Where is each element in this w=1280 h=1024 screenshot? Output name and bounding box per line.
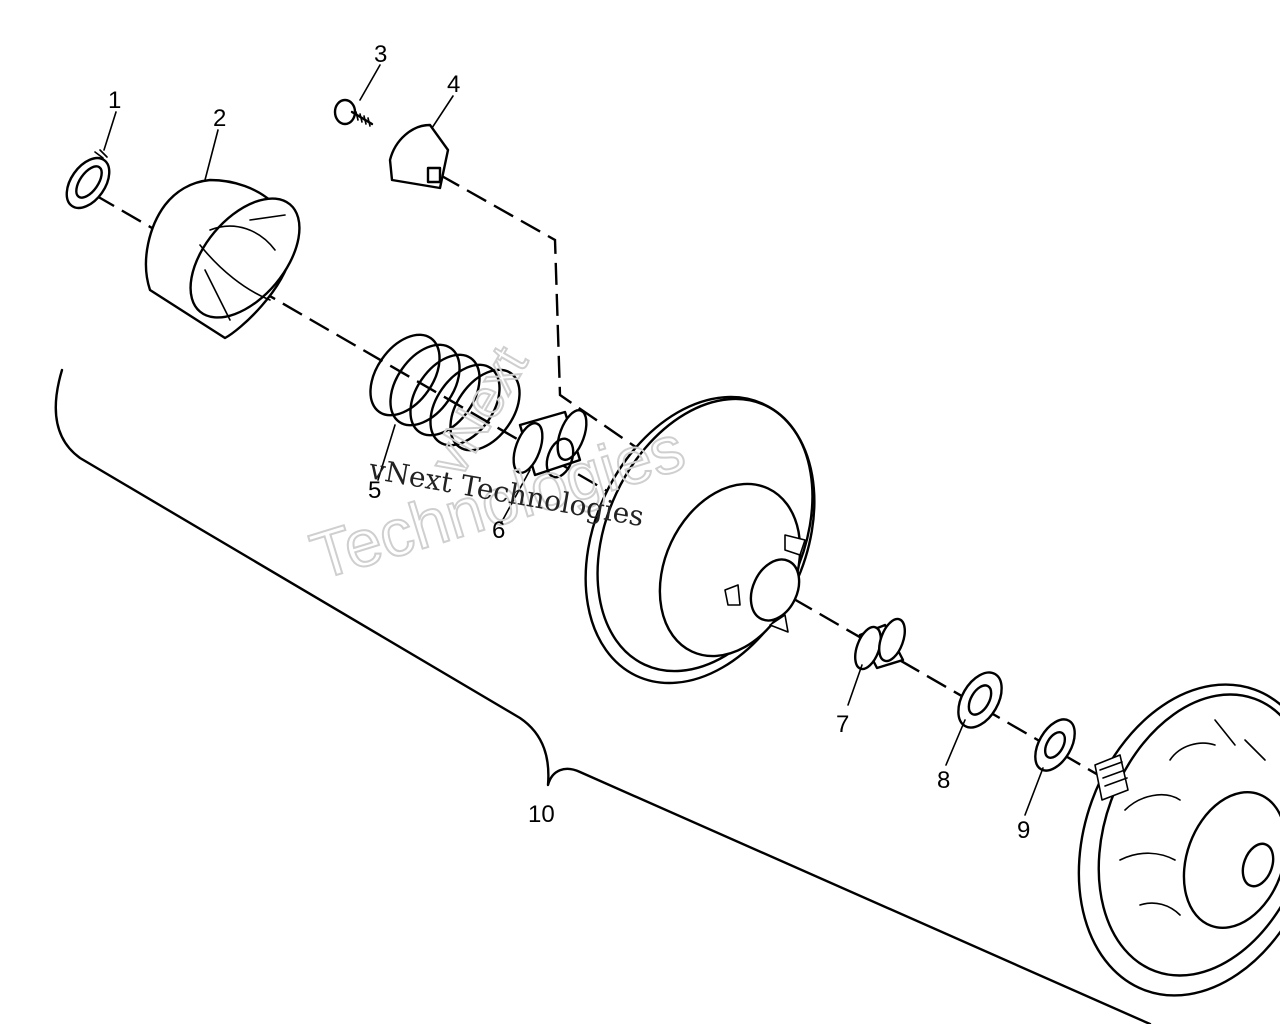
part-2-spider-cam — [144, 178, 301, 340]
part-5-spring — [369, 333, 521, 452]
callout-6: 6 — [492, 517, 505, 544]
callout-4: 4 — [447, 71, 460, 98]
part-4-button — [388, 123, 450, 190]
callouts: 1 2 3 4 5 6 7 8 9 10 — [108, 41, 1030, 844]
part-3-screw — [333, 98, 374, 127]
leader-lines — [103, 64, 1044, 816]
callout-3: 3 — [374, 41, 387, 68]
part-8-washer — [957, 671, 1003, 729]
callout-1: 1 — [108, 87, 121, 114]
part-7-bearing — [854, 617, 906, 671]
callout-9: 9 — [1017, 817, 1030, 844]
assembly-bracket — [54, 368, 1152, 1024]
callout-5: 5 — [368, 477, 381, 504]
moveable-sheave — [584, 395, 816, 685]
part-4-leader-dashed — [439, 173, 641, 451]
part-1-snap-ring — [65, 149, 111, 210]
part-6-bushing — [512, 409, 588, 479]
callout-8: 8 — [937, 767, 950, 794]
part-9-washer — [1034, 718, 1076, 772]
callout-7: 7 — [836, 711, 849, 738]
callout-10: 10 — [528, 801, 555, 828]
fixed-sheave — [1077, 683, 1280, 997]
callout-2: 2 — [213, 105, 226, 132]
